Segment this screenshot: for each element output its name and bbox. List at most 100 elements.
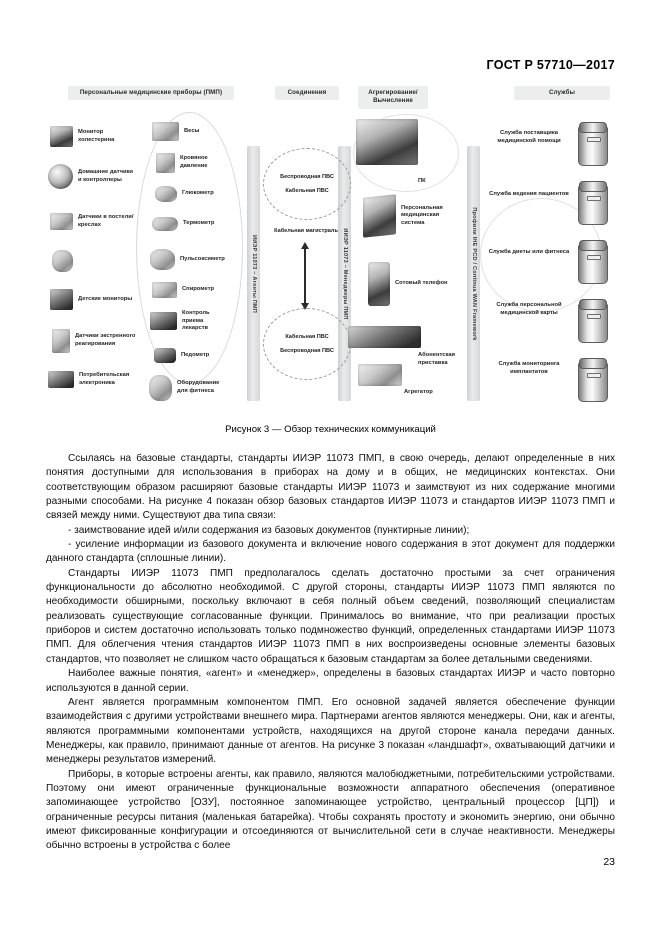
list-item: Персональная медицинская система xyxy=(363,194,446,238)
list-item-label: Потребительская электроника xyxy=(79,371,130,386)
cable-trunk-label: Кабельная магистраль xyxy=(274,228,338,234)
list-item: Весы xyxy=(152,122,200,141)
vertical-bar-agents: ИИЭР 11073 – Агенты ПМП xyxy=(247,146,260,401)
list-item-label: Датчики экстренного реагирования xyxy=(75,333,136,347)
spirometer-icon xyxy=(152,282,177,298)
list-item-label: Детские мониторы xyxy=(78,295,133,302)
aggregation-ellipse xyxy=(353,114,459,192)
home-sensor-icon xyxy=(48,164,73,189)
list-item: Датчики экстренного реагирования xyxy=(52,329,138,353)
service-label: Служба ведения пациентов xyxy=(489,191,569,197)
standard-header: ГОСТ Р 57710—2017 xyxy=(486,58,615,72)
pulse-oximeter-icon xyxy=(150,249,175,270)
list-item-label: Домашние датчики и контроллеры xyxy=(78,168,133,183)
vertical-bar-profiles: Профили IHE PCD / Continua WAN Framework xyxy=(467,146,480,401)
column-header-pmp: Персональные медицинские приборы (ПМП) xyxy=(68,86,234,101)
figure-caption: Рисунок 3 — Обзор технических коммуникац… xyxy=(225,424,436,435)
server-icon xyxy=(578,181,608,225)
list-item xyxy=(348,326,421,348)
list-item: Пульсоксиметр xyxy=(150,249,225,270)
list-item: Спирометр xyxy=(152,282,214,298)
list-item-label: Персональная медицинская система xyxy=(401,204,443,226)
list-item-label: Спирометр xyxy=(182,286,215,293)
list-item-label: Контроль приема лекарств xyxy=(182,310,210,332)
paragraph: Наиболее важные понятия, «агент» и «мене… xyxy=(46,668,615,694)
list-item xyxy=(356,119,418,165)
set-top-box-icon xyxy=(348,326,421,348)
baby-monitor-icon xyxy=(50,289,73,310)
pedometer-icon xyxy=(154,348,176,363)
server-icon xyxy=(578,122,608,166)
emergency-sensor-icon xyxy=(52,329,70,353)
column-header-aggregation: Агрегирование/ Вычисление xyxy=(358,86,428,109)
connection-label: Кабельная ПВС xyxy=(285,333,329,340)
medication-control-icon xyxy=(150,312,177,331)
list-item: Монитор холестерина xyxy=(50,126,138,147)
paragraph: Приборы, в которые встроены агенты, как … xyxy=(46,768,615,852)
connection-label: Кабельная ПВС xyxy=(285,187,329,194)
list-item: Оборудование для фитнеса xyxy=(149,375,222,401)
figure-3-technical-communications-overview: Персональные медицинские приборы (ПМП) С… xyxy=(48,86,615,411)
list-item xyxy=(358,364,402,386)
vertical-bar-agents-label: ИИЭР 11073 – Агенты ПМП xyxy=(250,234,257,313)
list-item-label: Агрегатор xyxy=(404,389,433,395)
wireless-wired-pan-circle-top: Беспроводная ПВС Кабельная ПВС xyxy=(263,148,351,220)
desktop-pc-icon xyxy=(356,119,418,165)
page-number: 23 xyxy=(603,856,615,868)
cholesterol-monitor-icon xyxy=(50,126,73,147)
server-icon xyxy=(578,299,608,343)
list-item-label: Датчики в постели/креслах xyxy=(78,213,134,228)
service-label: Служба мониторинга имплантатов xyxy=(498,361,560,375)
body-text: Ссылаясь на базовые стандарты, стандарты… xyxy=(46,452,615,854)
list-item-label: Термометр xyxy=(183,220,215,227)
list-item-label: Кровяное давление xyxy=(180,155,208,169)
list-item-label: Сотовый телефон xyxy=(395,280,448,287)
infant-photo-icon xyxy=(52,250,73,272)
scale-icon xyxy=(152,122,179,141)
service-label: Служба поставщика медицинской помощи xyxy=(497,130,561,144)
column-header-connections: Соединения xyxy=(275,86,339,101)
list-item: Потребительская электроника xyxy=(48,371,140,388)
thermometer-icon xyxy=(152,217,178,231)
list-item: Сотовый телефон xyxy=(368,262,448,306)
list-item-label: Монитор холестерина xyxy=(78,128,115,143)
list-item: Детские мониторы xyxy=(50,289,138,310)
list-item-label: ПК xyxy=(418,178,426,184)
list-item-label: Педометр xyxy=(181,351,210,358)
paragraph: - усиление информации из базового докуме… xyxy=(46,539,615,565)
column-header-services: Службы xyxy=(514,86,610,101)
list-item-label: Абонентская приставка xyxy=(418,352,455,366)
wired-wireless-pan-circle-bottom: Кабельная ПВС Беспроводная ПВС xyxy=(263,308,351,380)
fitness-equipment-icon xyxy=(149,375,172,401)
list-item: Датчики в постели/креслах xyxy=(50,213,138,230)
pmp-devices-ellipse xyxy=(136,112,243,384)
service-label: Служба диеты или фитнеса xyxy=(488,249,570,255)
bidirectional-arrow-icon xyxy=(300,242,309,310)
list-item: Термометр xyxy=(152,217,214,231)
list-item: Контроль приема лекарств xyxy=(150,310,218,333)
list-item-label: Весы xyxy=(184,127,200,134)
paragraph: Ссылаясь на базовые стандарты, стандарты… xyxy=(46,453,615,522)
connection-label: Беспроводная ПВС xyxy=(280,173,334,180)
personal-health-system-icon xyxy=(363,194,396,238)
consumer-electronics-icon xyxy=(48,371,74,388)
bed-chair-sensor-icon xyxy=(50,213,73,230)
list-item xyxy=(52,250,138,272)
list-item: Глюкометр xyxy=(155,186,214,202)
service-label: Служба персональной медицинской карты xyxy=(496,302,562,316)
paragraph: Агент является программным компонентом П… xyxy=(46,696,615,766)
cellphone-icon xyxy=(368,262,390,306)
aggregator-icon xyxy=(358,364,402,386)
blood-pressure-icon xyxy=(156,153,175,173)
vertical-bar-profiles-label: Профили IHE PCD / Continua WAN Framework xyxy=(470,206,477,341)
glucometer-icon xyxy=(155,186,177,202)
paragraph: - заимствование идей и/или содержания из… xyxy=(68,524,470,536)
list-item-label: Глюкометр xyxy=(182,190,214,197)
server-icon xyxy=(578,358,608,402)
list-item-label: Пульсоксиметр xyxy=(180,255,225,262)
paragraph: Стандарты ИИЭР 11073 ПМП предполагалось … xyxy=(46,567,615,665)
list-item: Домашние датчики и контроллеры xyxy=(48,164,138,189)
server-icon xyxy=(578,240,608,284)
list-item-label: Оборудование для фитнеса xyxy=(177,380,220,394)
